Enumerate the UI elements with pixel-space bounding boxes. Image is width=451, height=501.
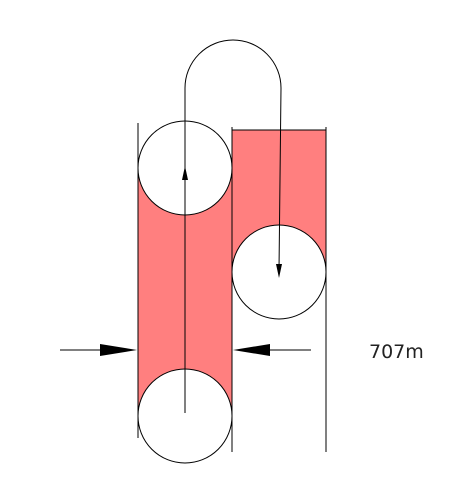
left-dimension-arrowhead: [100, 344, 137, 356]
right-filled-region: [232, 130, 326, 272]
down-arrowhead: [276, 264, 282, 278]
up-arrowhead: [182, 166, 188, 180]
right-dimension-arrowhead: [233, 344, 270, 356]
dimension-label: 707m: [369, 341, 424, 363]
rope-path: [184, 39, 282, 413]
